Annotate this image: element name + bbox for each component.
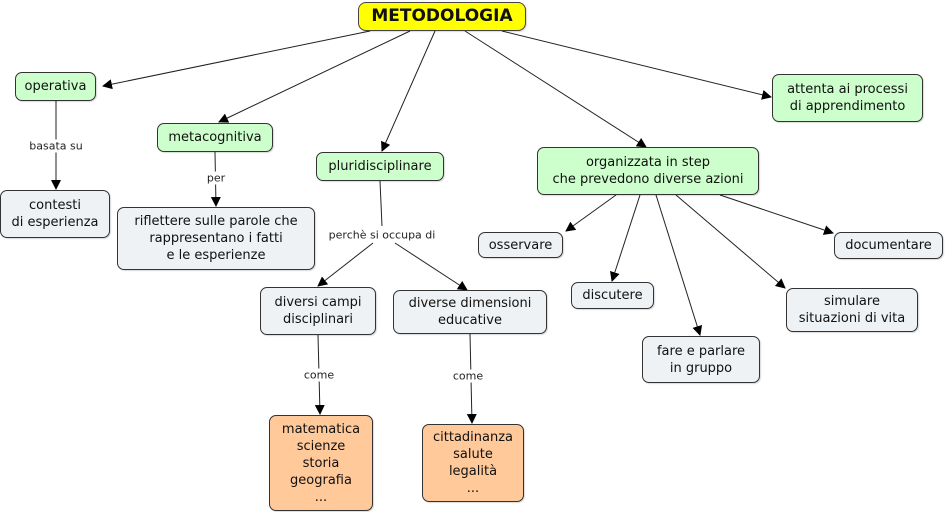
node-metacognitiva[interactable]: metacognitiva <box>157 123 273 152</box>
link-pluri-stem <box>379 180 383 227</box>
link-org-osservare <box>565 194 617 232</box>
link-root-operativa <box>102 30 371 90</box>
link-label-perche-si-occupa-di: perchè si occupa di <box>327 228 437 242</box>
node-materie-esempi[interactable]: matematica scienze storia geografia ... <box>269 415 373 511</box>
node-contesti[interactable]: contesti di esperienza <box>0 190 110 238</box>
link-label-basata-su: basata su <box>28 139 84 153</box>
node-campi[interactable]: diversi campi disciplinari <box>260 287 376 335</box>
node-riflettere[interactable]: riflettere sulle parole che rappresentan… <box>117 207 315 270</box>
link-pluri-campi <box>317 242 374 287</box>
node-attenta[interactable]: attenta ai processi di apprendimento <box>772 74 923 122</box>
node-pluridisciplinare[interactable]: pluridisciplinare <box>316 152 444 181</box>
link-org-discutere <box>610 194 641 282</box>
node-fare-parlare[interactable]: fare e parlare in gruppo <box>642 336 760 383</box>
node-osservare[interactable]: osservare <box>478 232 563 258</box>
node-documentare[interactable]: documentare <box>834 232 943 259</box>
link-pluri-dimensioni <box>394 242 468 291</box>
link-root-attenta <box>501 30 772 100</box>
link-root-organizzata <box>464 30 647 148</box>
node-operativa[interactable]: operativa <box>15 72 96 101</box>
node-organizzata[interactable]: organizzata in step che prevedono divers… <box>537 147 759 195</box>
root-node-metodologia[interactable]: METODOLOGIA <box>358 2 526 31</box>
link-root-pluridisciplinare <box>381 30 436 152</box>
node-educazioni-esempi[interactable]: cittadinanza salute legalità ... <box>422 424 524 502</box>
node-simulare[interactable]: simulare situazioni di vita <box>786 288 918 332</box>
link-org-simulare <box>675 194 786 289</box>
link-org-documentare <box>719 194 834 235</box>
link-label-per: per <box>205 171 227 185</box>
node-discutere[interactable]: discutere <box>571 282 654 309</box>
node-dimensioni[interactable]: diverse dimensioni educative <box>393 290 547 334</box>
link-root-metacognitiva <box>218 30 411 123</box>
link-label-come-1: come <box>302 368 336 382</box>
link-label-come-2: come <box>451 369 485 383</box>
link-org-fare <box>655 194 703 336</box>
